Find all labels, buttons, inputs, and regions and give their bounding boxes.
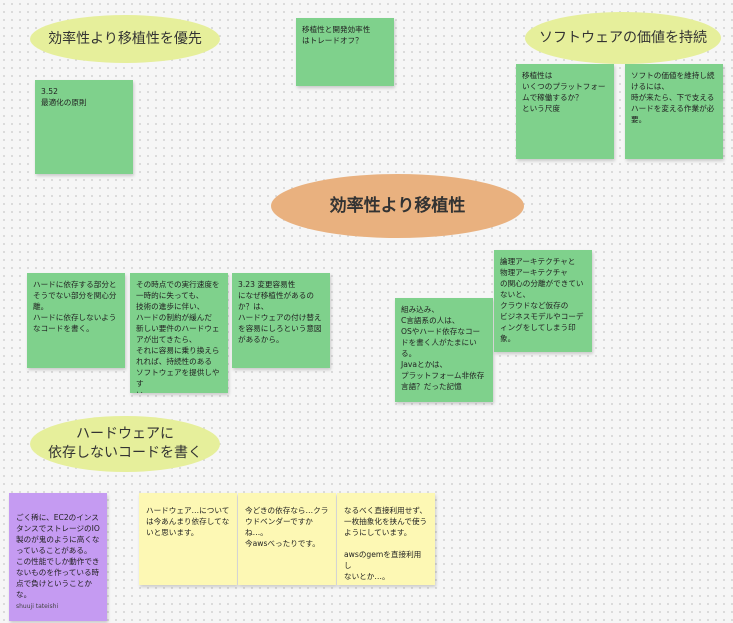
note-tradeoff[interactable]: 移植性と開発効率性 はトレードオフ？ (296, 18, 394, 86)
note-sustain-software[interactable]: ソフトの価値を維持し続 けるには、 時が来たら、下で支える ハードを変える作業が… (625, 64, 723, 159)
oval-center-title[interactable]: 効率性より移植性 (271, 174, 524, 238)
note-direct-use[interactable]: なるべく直接利用せず、 一枚抽象化を挟んで使う ようにしています。 awsのge… (337, 493, 435, 585)
note-change-ease[interactable]: 3.23 変更容易性 になぜ移植性があるの か？は、 ハードウェアの付け替え を… (232, 273, 330, 368)
note-separate-hw[interactable]: ハードに依存する部分と そうでない部分を関心分 離。 ハードに依存しないよう な… (27, 273, 125, 368)
note-hardware-dependency[interactable]: ハードウェア…について は今あんまり依存してな いと思います。 (139, 493, 237, 585)
purple-note-text: ごく稀に、EC2のインス タンスでストレージのIO 製のが鬼のように高くな って… (16, 513, 100, 599)
note-architecture[interactable]: 論理アーキテクチャと 物理アーキテクチャ の関心の分離ができてい ないと、 クラ… (494, 250, 592, 352)
purple-note-author: shuuji tateishi (16, 603, 59, 611)
note-portability-measure[interactable]: 移植性は いくつのプラットフォー ムで稼働するか？ という尺度 (516, 64, 614, 159)
note-purple[interactable]: ごく稀に、EC2のインス タンスでストレージのIO 製のが鬼のように高くな って… (9, 493, 107, 621)
note-execution-speed[interactable]: その時点での実行速度を 一時的に失っても、 技術の進歩に伴い、 ハードの制約が緩… (130, 273, 228, 393)
note-principle[interactable]: 3.52 最適化の原則 (35, 80, 133, 174)
note-embedded[interactable]: 組み込み、 C言語系の人は、 OSやハード依存なコー ドを書く人がたまにい る。… (395, 298, 493, 402)
oval-efficiency-priority[interactable]: 効率性より移植性を優先 (30, 15, 220, 63)
oval-hardware-independent[interactable]: ハードウェアに 依存しないコードを書く (30, 416, 220, 472)
note-cloud-vendor[interactable]: 今どきの依存なら…クラ ウドベンダーですか ね…。 今awsべったりです。 (238, 493, 336, 585)
oval-software-value[interactable]: ソフトウェアの価値を持続 (525, 12, 721, 64)
